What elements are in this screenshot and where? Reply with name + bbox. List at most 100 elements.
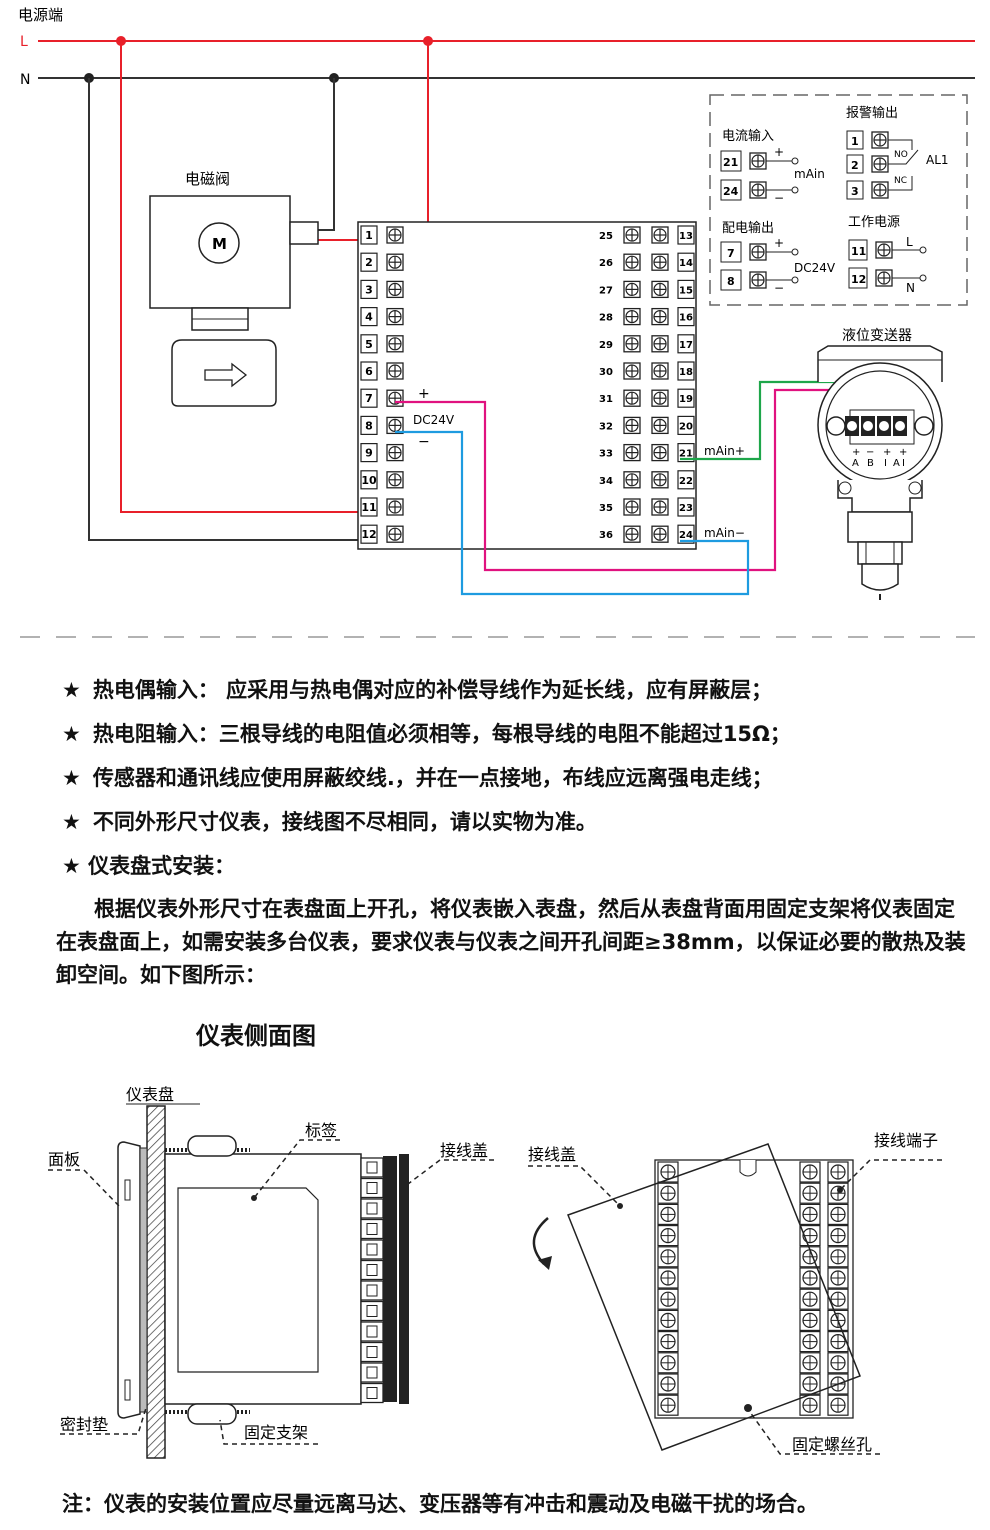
wire-n-to-valve bbox=[290, 78, 335, 231]
legend-power-out-terminals bbox=[720, 241, 799, 291]
side-terminal-inner bbox=[366, 1387, 378, 1399]
rear-housing bbox=[654, 1159, 854, 1419]
rear-terminal-icon bbox=[799, 1352, 821, 1374]
rear-terminal-icon bbox=[657, 1267, 679, 1289]
terminal-number-box bbox=[677, 361, 695, 381]
terminal-number: 35 bbox=[599, 503, 613, 514]
legend-ci-minus: − bbox=[774, 191, 784, 205]
terminal-legend-box bbox=[709, 94, 968, 306]
tx-letter-3: I bbox=[884, 458, 887, 469]
rear-terminal-icon bbox=[799, 1309, 821, 1332]
legend-current-input-terminals bbox=[720, 150, 799, 201]
legend-supply-terminals bbox=[848, 239, 927, 289]
tx-letter-5: I bbox=[902, 458, 905, 469]
terminal-number: 19 bbox=[679, 394, 693, 405]
terminal-screw-icon bbox=[651, 471, 669, 489]
terminal-number: 11 bbox=[361, 501, 376, 514]
dc-label: DC24V bbox=[413, 413, 455, 427]
tx-sign-1: + bbox=[852, 447, 860, 458]
terminal-number-box bbox=[677, 470, 695, 490]
terminal-number-box bbox=[360, 361, 378, 381]
terminal-screw-icon bbox=[386, 525, 404, 543]
terminal-number: 7 bbox=[365, 392, 373, 405]
transmitter bbox=[817, 345, 943, 600]
terminal-number: 8 bbox=[365, 419, 373, 432]
terminal-number: 34 bbox=[599, 476, 613, 487]
terminal-number-box bbox=[360, 415, 378, 435]
rear-terminal-icon bbox=[799, 1394, 821, 1416]
star-icon: ★ bbox=[62, 722, 81, 746]
line-n-label: N bbox=[20, 72, 30, 88]
terminal-number: 16 bbox=[679, 313, 693, 324]
legend-alarm-title: 报警输出 bbox=[846, 105, 898, 121]
rear-terminal-icon bbox=[657, 1288, 679, 1310]
terminal-number-box bbox=[360, 307, 378, 327]
screw-hole-icon bbox=[744, 1404, 752, 1412]
label-wiring-cover-rear: 接线盖 bbox=[528, 1145, 576, 1164]
terminal-number-box bbox=[677, 388, 695, 408]
note-text: 热电偶输入： 应采用与热电偶对应的补偿导线作为延长线，应有屏蔽层； bbox=[92, 678, 773, 702]
power-label: 电源端 bbox=[18, 6, 63, 24]
legend-su-l: L bbox=[906, 235, 913, 249]
legend-al-nc: NC bbox=[894, 176, 907, 186]
installation-title: ★ 仪表盘式安装： bbox=[62, 854, 236, 878]
terminal-number-box bbox=[360, 279, 378, 299]
rear-terminal-icon bbox=[657, 1352, 679, 1374]
legend-po-plus: + bbox=[774, 236, 784, 250]
legend-po-signal: DC24V bbox=[794, 261, 836, 275]
side-view-title: 仪表侧面图 bbox=[196, 1021, 316, 1050]
terminal-number: 24 bbox=[679, 530, 693, 541]
dc-plus: + bbox=[418, 386, 430, 402]
terminal-number: 12 bbox=[361, 528, 376, 541]
terminal-number: 5 bbox=[365, 338, 373, 351]
terminal-screw-icon bbox=[623, 362, 641, 380]
legend-current-input-title: 电流输入 bbox=[722, 128, 774, 144]
legend-al-t2: 2 bbox=[851, 159, 859, 172]
rear-terminal-icon bbox=[799, 1330, 821, 1353]
terminal-screw-icon bbox=[623, 253, 641, 271]
terminal-screw-icon bbox=[386, 471, 404, 489]
terminal-number-box bbox=[360, 334, 378, 354]
label-face-panel: 面板 bbox=[48, 1150, 80, 1169]
terminal-screw-icon bbox=[651, 416, 669, 435]
installation-body: 根据仪表外形尺寸在表盘面上开孔，将仪表嵌入表盘，然后从表盘背面用固定支架将仪表固… bbox=[56, 897, 966, 987]
wire-l-to-t11 bbox=[120, 41, 365, 513]
terminal-screw-icon bbox=[651, 226, 669, 244]
legend-alarm-terminals bbox=[846, 130, 919, 200]
terminal-number: 14 bbox=[679, 258, 693, 269]
rear-terminal-icon bbox=[799, 1224, 821, 1247]
tx-sign-3: + bbox=[883, 447, 891, 458]
valve-connector bbox=[289, 221, 319, 245]
tx-sign-2: − bbox=[866, 447, 874, 458]
terminal-number: 1 bbox=[365, 229, 373, 242]
terminal-screw-icon bbox=[651, 362, 669, 380]
rear-terminal-icon bbox=[799, 1161, 821, 1183]
terminal-screw-icon bbox=[386, 498, 404, 516]
label-panel-board: 仪表盘 bbox=[126, 1085, 174, 1104]
rear-terminal-icon bbox=[799, 1203, 821, 1226]
terminal-number: 26 bbox=[599, 258, 613, 269]
side-terminal-inner bbox=[366, 1264, 378, 1276]
face-panel bbox=[117, 1141, 141, 1419]
rotating-wiring-cover bbox=[567, 1143, 861, 1451]
terminal-number-box bbox=[360, 388, 378, 408]
terminal-number-box bbox=[677, 497, 695, 517]
rear-terminal-icon bbox=[827, 1267, 849, 1289]
label-bracket: 固定支架 bbox=[244, 1423, 308, 1442]
side-terminal-cap bbox=[383, 1156, 397, 1402]
rear-terminal-icon bbox=[827, 1224, 849, 1247]
terminal-screw-icon bbox=[651, 443, 669, 462]
terminal-screw-icon bbox=[623, 443, 641, 462]
terminal-number-box bbox=[677, 443, 695, 463]
star-icon: ★ bbox=[62, 766, 81, 790]
side-terminal-inner bbox=[366, 1182, 378, 1194]
rear-terminal-icon bbox=[827, 1203, 849, 1226]
terminal-screw-icon bbox=[651, 335, 669, 353]
label-screw-hole: 固定螺丝孔 bbox=[792, 1435, 872, 1454]
side-terminal-inner bbox=[366, 1223, 378, 1235]
terminal-screw-icon bbox=[386, 335, 404, 353]
terminal-screw-icon bbox=[386, 443, 404, 462]
terminal-number: 4 bbox=[365, 311, 373, 324]
leader-line bbox=[528, 1165, 621, 1207]
